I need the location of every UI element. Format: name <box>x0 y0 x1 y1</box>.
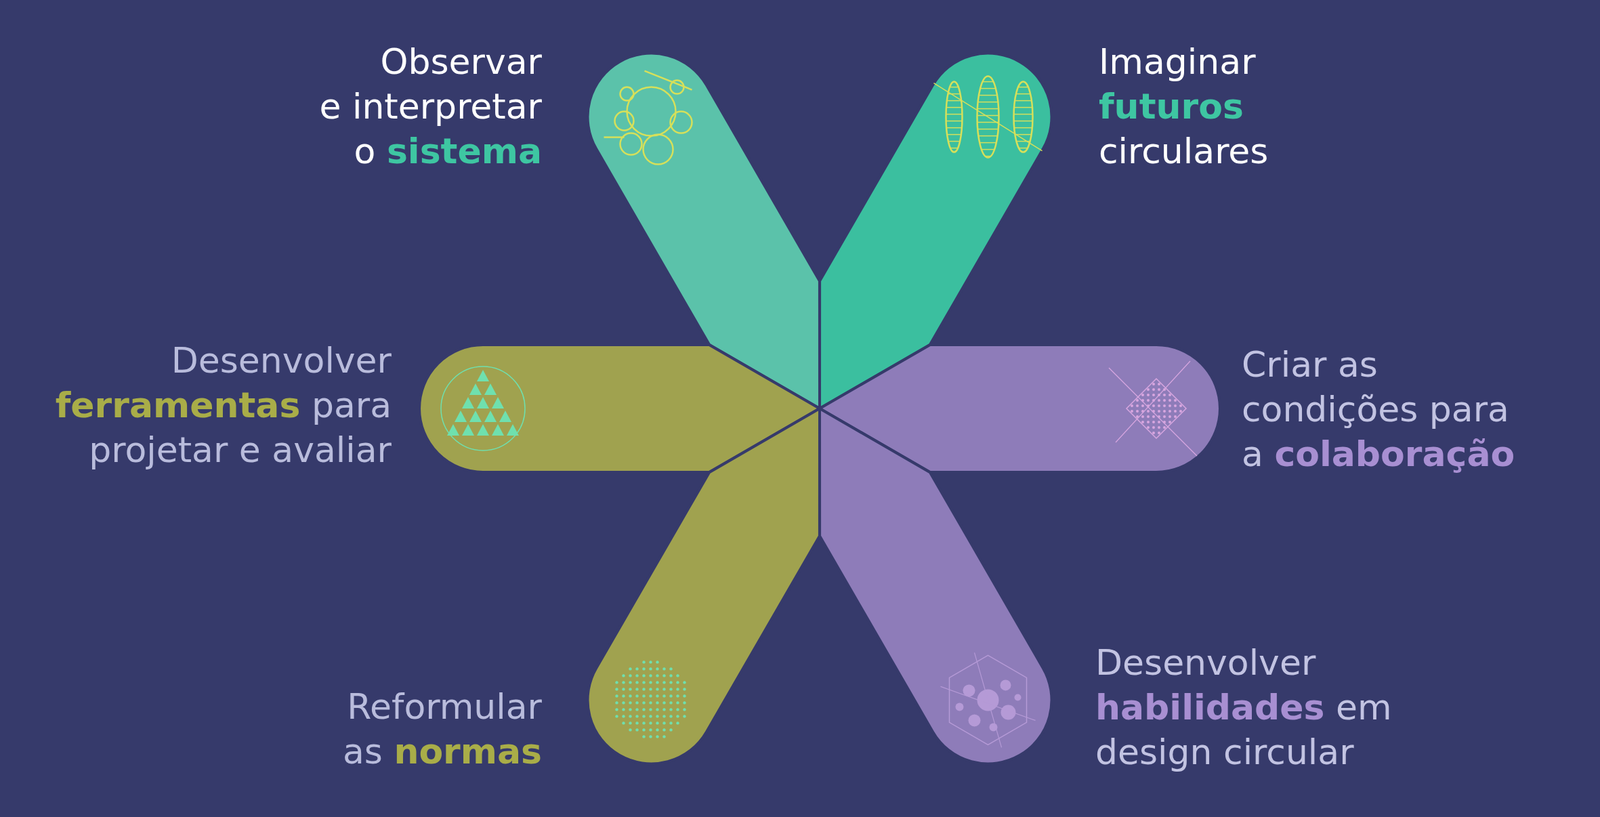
petal-icon <box>604 71 693 165</box>
petal-icon <box>940 652 1036 748</box>
petal-fill <box>764 376 1076 788</box>
petal-icon <box>440 366 525 451</box>
petal-node: Desenvolver habilidades em design circul… <box>819 408 1052 765</box>
petal-icon <box>615 660 686 738</box>
petal-shape <box>587 408 820 765</box>
petal-label: Criar as condições para a colaboração <box>1241 342 1515 477</box>
petal-label: Observar e interpretar o sistema <box>319 39 542 174</box>
petal-label: Desenvolver ferramentas para projetar e … <box>55 338 392 473</box>
petal-icon <box>934 76 1043 158</box>
petal-icon <box>1108 361 1197 456</box>
petal-shape <box>819 408 1052 765</box>
petal-label: Reformular as normas <box>342 684 542 774</box>
petal-label: Desenvolver habilidades em design circul… <box>1095 640 1393 775</box>
petal-label: Imaginar futuros circulares <box>1098 39 1269 174</box>
petal-node: Reformular as normas <box>587 408 820 765</box>
